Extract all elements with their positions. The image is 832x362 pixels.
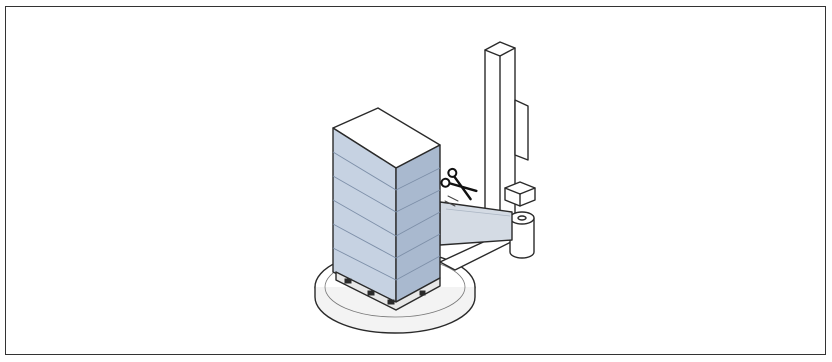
- scissors-icon: [440, 167, 479, 203]
- wrapped-load: [333, 108, 440, 310]
